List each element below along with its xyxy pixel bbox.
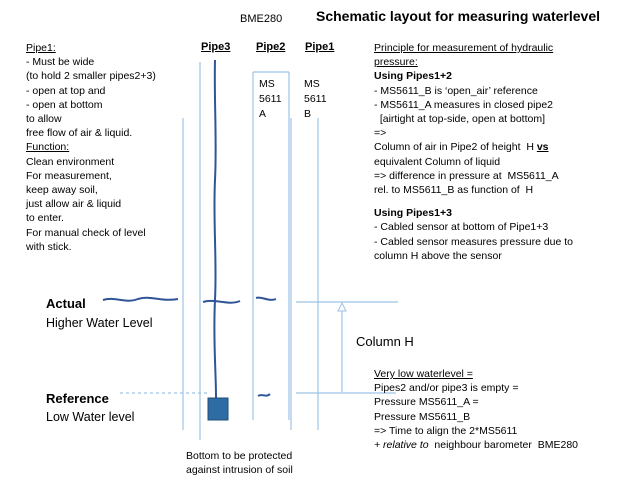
low-level-note: Very low waterlevel = Pipes2 and/or pipe… (374, 367, 578, 452)
section1-line: - MS5611_B is ‘open_air’ reference (374, 84, 538, 97)
principle-notes: Principle for measurement of hydraulic p… (374, 41, 573, 263)
section2-line: - Cabled sensor at bottom of Pipe1+3 (374, 221, 549, 234)
sensor-a-line-1: MS (259, 78, 275, 90)
pipe1-note-line: to allow (26, 113, 62, 126)
function-line: just allow air & liquid (26, 198, 122, 211)
section1-line: [airtight at top-side, open at bottom] (374, 113, 546, 126)
reference-level-wave (257, 393, 271, 397)
pipe1-notes-heading: Pipe1: (26, 42, 56, 54)
low-level-heading: Very low waterlevel = (374, 368, 473, 380)
actual-level-wave-right (255, 296, 277, 301)
pipe1-label: Pipe1 (305, 41, 335, 53)
function-line: Clean environment (26, 155, 115, 168)
column-line: Column of air in Pipe2 of height H vs (374, 140, 573, 154)
actual-level-wave-left (102, 296, 179, 302)
function-line: keep away soil, (26, 184, 98, 197)
pipe1-notes: Pipe1: - Must be wide (to hold 2 smaller… (26, 41, 156, 254)
section-spacer (374, 197, 573, 206)
low-level-last-line: + relative to neighbour barometer BME280 (374, 438, 578, 452)
low-level-barometer: neighbour barometer BME280 (428, 439, 578, 452)
pipe1-note-line: (to hold 2 smaller pipes2+3) (26, 70, 156, 83)
low-level-line: Pressure MS5611_A = (374, 396, 479, 409)
section2-title: Using Pipes1+3 (374, 207, 452, 220)
page-title: Schematic layout for measuring waterleve… (316, 8, 600, 24)
actual-level-subtitle: Higher Water Level (46, 316, 153, 330)
section2-line: column H above the sensor (374, 249, 502, 262)
sensor-b-line-2: 5611 (304, 93, 327, 105)
function-line: with stick. (26, 240, 72, 253)
principle-heading-line-1: Principle for measurement of hydraulic (374, 42, 554, 54)
low-level-line: Pipes2 and/or pipe3 is empty = (374, 382, 519, 395)
column-h-label: Column H (356, 334, 414, 349)
pipe1-note-line: - Must be wide (26, 56, 95, 69)
actual-level-title: Actual (46, 296, 86, 311)
sensor-b-line-3: B (304, 108, 312, 120)
cabled-sensor-box (207, 397, 229, 421)
section1-line: - MS5611_A measures in closed pipe2 (374, 98, 553, 111)
section1-line: => (374, 127, 387, 140)
sensor-a-line-3: A (259, 108, 267, 120)
reference-level-subtitle: Low Water level (46, 410, 135, 424)
section1-title: Using Pipes1+2 (374, 70, 452, 83)
section1-tail-line: => difference in pressure at MS5611_A (374, 169, 559, 182)
pipe3-cable (213, 59, 217, 399)
section1-tail-line: rel. to MS5611_B as function of H (374, 184, 534, 197)
column-line-prefix: Column of air in Pipe2 of height H (374, 141, 537, 154)
sensor-b-label: MS 5611 B (304, 77, 327, 122)
pipe1-note-line: - open at top and (26, 84, 106, 97)
bottom-note-line: Bottom to be protected (186, 450, 293, 462)
reference-level-title: Reference (46, 391, 109, 406)
sensor-a-line-2: 5611 (259, 93, 282, 105)
low-level-relative: + relative to (374, 439, 429, 452)
pipe2-label: Pipe2 (256, 41, 286, 53)
bottom-note: Bottom to be protected against intrusion… (186, 449, 293, 477)
low-level-line: Pressure MS5611_B (374, 410, 471, 423)
sensor-a-label: MS 5611 A (259, 77, 282, 122)
principle-heading-line-2: pressure: (374, 56, 418, 69)
section1-tail-line: equivalent Column of liquid (374, 155, 501, 168)
section2-line: - Cabled sensor measures pressure due to (374, 235, 574, 248)
pipe1-note-line: free flow of air & liquid. (26, 127, 133, 140)
low-level-line: => Time to align the 2*MS5611 (374, 424, 518, 437)
function-line: For measurement, (26, 169, 112, 182)
column-line-vs: vs (536, 141, 549, 154)
barometer-label: BME280 (240, 13, 283, 25)
function-heading: Function: (26, 141, 70, 154)
bottom-note-line: against intrusion of soil (186, 464, 293, 476)
actual-level-wave-mid (202, 299, 241, 304)
function-line: For manual check of level (26, 226, 146, 239)
pipe3-label: Pipe3 (201, 41, 231, 53)
column-h-arrowhead (337, 301, 347, 312)
function-line: to enter. (26, 212, 64, 225)
pipe1-note-line: - open at bottom (26, 98, 103, 111)
sensor-b-line-1: MS (304, 78, 320, 90)
